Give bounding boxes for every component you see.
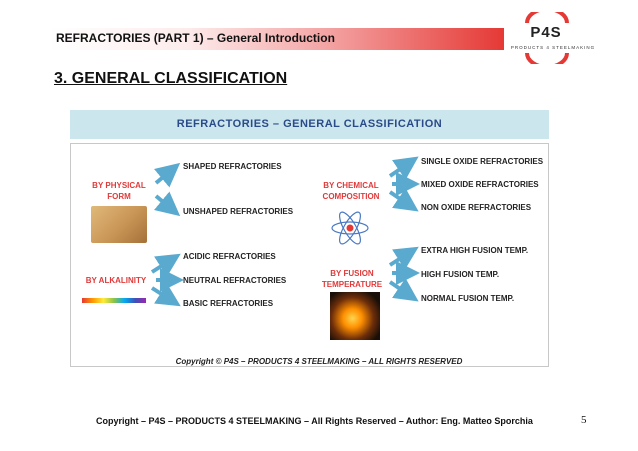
category-physical-form: BY PHYSICAL FORM — [92, 181, 146, 201]
item-unshaped-refractories: UNSHAPED REFRACTORIES — [183, 207, 294, 216]
item-single-oxide: SINGLE OXIDE REFRACTORIES — [421, 157, 544, 166]
logo-text: P4S — [530, 24, 562, 41]
footer-copyright: Copyright – P4S – PRODUCTS 4 STEELMAKING… — [96, 416, 533, 426]
logo-tagline: PRODUCTS 4 STEELMAKING — [510, 45, 596, 50]
item-basic-refractories: BASIC REFRACTORIES — [183, 299, 274, 308]
ph-scale-image — [82, 298, 146, 303]
header-band — [50, 28, 504, 50]
item-normal-fusion: NORMAL FUSION TEMP. — [421, 294, 515, 303]
section-title: 3. GENERAL CLASSIFICATION — [54, 70, 288, 87]
item-mixed-oxide: MIXED OXIDE REFRACTORIES — [421, 180, 539, 189]
page-header-title: REFRACTORIES (PART 1) – General Introduc… — [56, 31, 335, 45]
category-alkalinity: BY ALKALINITY — [85, 276, 147, 285]
figure-banner-title: REFRACTORIES – GENERAL CLASSIFICATION — [176, 118, 443, 130]
figure-copyright: Copyright © P4S – PRODUCTS 4 STEELMAKING… — [175, 357, 463, 366]
atom-icon — [331, 211, 369, 245]
figure-banner: REFRACTORIES – GENERAL CLASSIFICATION — [70, 110, 549, 139]
category-fusion-temperature: BY FUSION TEMPERATURE — [321, 269, 383, 289]
item-extra-high-fusion: EXTRA HIGH FUSION TEMP. — [421, 246, 529, 255]
item-high-fusion: HIGH FUSION TEMP. — [421, 270, 500, 279]
page-number: 5 — [581, 414, 587, 426]
brick-image — [91, 206, 147, 243]
item-acidic-refractories: ACIDIC REFRACTORIES — [183, 252, 276, 261]
item-neutral-refractories: NEUTRAL REFRACTORIES — [183, 276, 287, 285]
logo-arc-bottom — [525, 52, 569, 64]
item-shaped-refractories: SHAPED REFRACTORIES — [183, 162, 282, 171]
category-chemical-composition: BY CHEMICAL COMPOSITION — [322, 181, 380, 201]
p4s-logo: P4S PRODUCTS 4 STEELMAKING — [507, 12, 599, 64]
logo-arc-top — [525, 12, 569, 24]
furnace-image — [330, 292, 380, 340]
item-non-oxide: NON OXIDE REFRACTORIES — [421, 203, 532, 212]
figure-box — [70, 143, 549, 367]
